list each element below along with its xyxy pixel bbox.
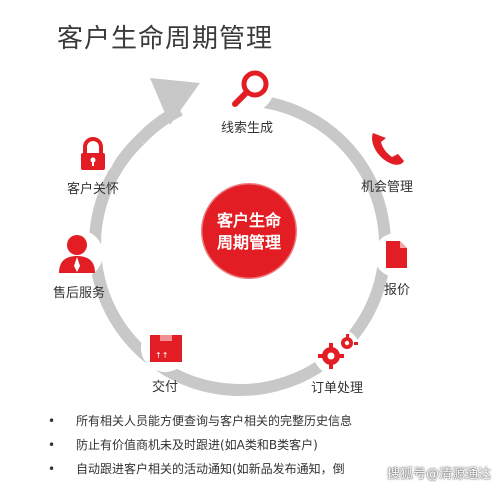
center-disc <box>201 183 297 279</box>
stage-label-lead-generation: 线索生成 <box>220 121 274 136</box>
center-title-line1: 客户生命 <box>216 211 281 230</box>
bullet-dot: • <box>48 462 56 476</box>
cycle-arrow-head <box>150 78 200 125</box>
center-title: 客户生命 周期管理 <box>204 210 294 254</box>
gears-icon <box>318 334 358 369</box>
bullet-dot: • <box>48 438 56 452</box>
magnifier-icon <box>232 70 269 107</box>
center-title-line2: 周期管理 <box>216 233 281 252</box>
stage-label-opportunity-management: 机会管理 <box>360 180 414 195</box>
phone-icon <box>372 133 404 165</box>
lock-icon <box>81 137 105 170</box>
stage-label-quotation: 报价 <box>383 283 411 298</box>
stage-label-delivery: 交付 <box>151 380 179 395</box>
package-icon: ↑↑ <box>150 335 182 362</box>
stage-label-order-processing: 订单处理 <box>310 381 364 396</box>
bullet-dot: • <box>48 414 56 428</box>
bullet-item: •防止有价值商机未及时跟进(如A类和B类客户) <box>48 433 352 457</box>
watermark: 搜狐号@清源通达 <box>386 467 491 482</box>
stage-label-customer-care: 客户关怀 <box>66 182 120 197</box>
user-icon <box>59 235 95 273</box>
stage-label-after-sales: 售后服务 <box>52 286 106 301</box>
bullet-list: •所有相关人员能方便查询与客户相关的完整历史信息 •防止有价值商机未及时跟进(如… <box>48 409 352 481</box>
bullet-item: •所有相关人员能方便查询与客户相关的完整历史信息 <box>48 409 352 433</box>
svg-text:↑↑: ↑↑ <box>155 351 168 360</box>
document-icon <box>386 241 407 268</box>
bullet-item: •自动跟进客户相关的活动通知(如新品发布通知，倒 <box>48 457 352 481</box>
page-title: 客户生命周期管理 <box>57 24 274 54</box>
